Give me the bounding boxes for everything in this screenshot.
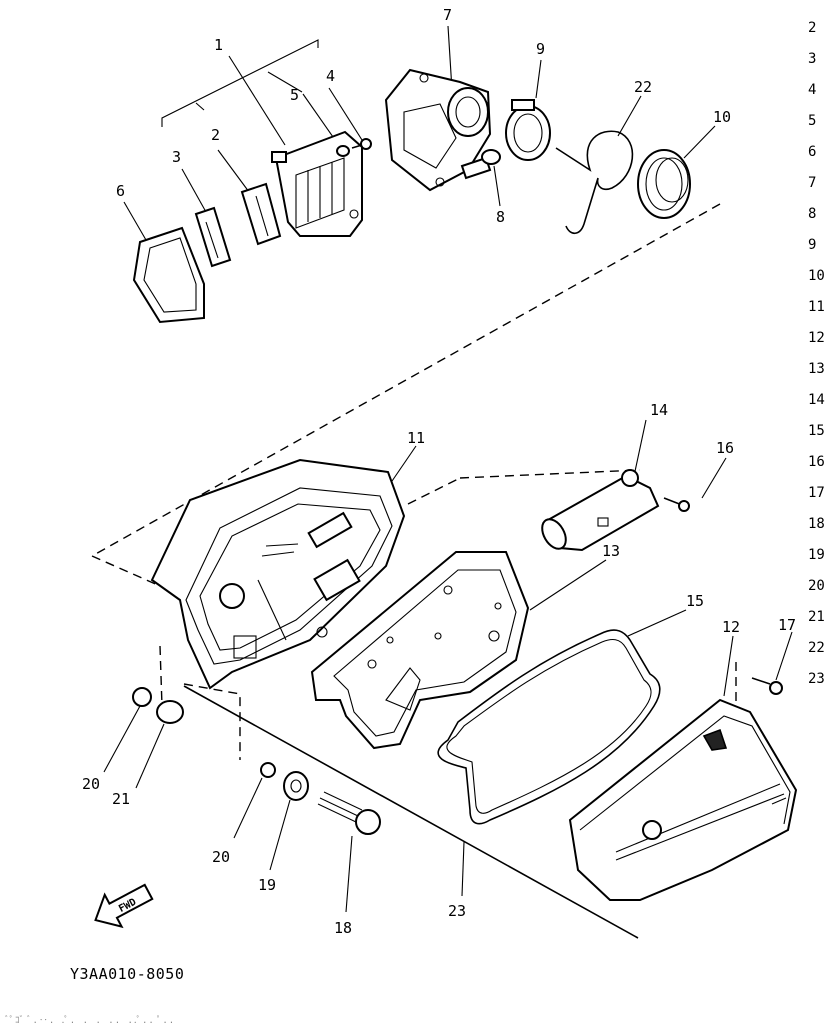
callout-15: 15 [686, 592, 704, 610]
callout-22: 22 [634, 78, 652, 96]
seal [437, 609, 687, 825]
row-number: 8 [808, 206, 817, 222]
row-number: 13 [808, 361, 825, 377]
row-number: 14 [808, 392, 825, 408]
intake-duct [541, 419, 727, 552]
callout-18: 18 [334, 919, 352, 937]
row-number: 5 [808, 113, 817, 129]
row-number: 9 [808, 237, 817, 253]
row-number: 7 [808, 175, 817, 191]
row-number: 10 [808, 268, 825, 284]
callout-23: 23 [448, 902, 466, 920]
callout-2: 2 [211, 126, 220, 144]
row-number: 3 [808, 51, 817, 67]
callout-5: 5 [290, 86, 299, 104]
air-cleaner-case [150, 445, 417, 690]
fwd-arrow-icon: FWD [94, 883, 154, 929]
callout-6: 6 [116, 182, 125, 200]
callout-20b: 20 [212, 848, 230, 866]
row-number: 11 [808, 299, 825, 315]
row-number: 21 [808, 609, 825, 625]
row-number: 6 [808, 144, 817, 160]
row-number: 20 [808, 578, 825, 594]
callout-4: 4 [326, 67, 335, 85]
row-number: 2 [808, 20, 817, 36]
callout-16: 16 [716, 439, 734, 457]
row-number: 16 [808, 454, 825, 470]
callout-20a: 20 [82, 775, 100, 793]
callout-8: 8 [496, 208, 505, 226]
air-cleaner-cap [568, 631, 798, 901]
row-number: 17 [808, 485, 825, 501]
callout-12: 12 [722, 618, 740, 636]
callout-1: 1 [214, 36, 223, 54]
callout-9: 9 [536, 40, 545, 58]
reed-valve-assembly [123, 39, 372, 324]
callout-10: 10 [713, 108, 731, 126]
callout-11: 11 [407, 429, 425, 447]
row-number: 19 [808, 547, 825, 563]
diagram-part-code: Y3AA010-8050 [70, 965, 185, 983]
row-number-column: 2 3 4 5 6 7 8 9 10 11 12 13 14 15 16 17 … [808, 17, 830, 699]
intake-manifold-group [384, 25, 716, 235]
callout-19: 19 [258, 876, 276, 894]
row-number: 12 [808, 330, 825, 346]
callout-3: 3 [172, 148, 181, 166]
row-number: 15 [808, 423, 825, 439]
callout-13: 13 [602, 542, 620, 560]
row-number: 22 [808, 640, 825, 656]
callout-17: 17 [778, 616, 796, 634]
callout-21: 21 [112, 790, 130, 808]
row-number: 4 [808, 82, 817, 98]
row-number: 23 [808, 671, 825, 687]
callout-14: 14 [650, 401, 668, 419]
footer-scan-noise: ﾞﾟｺﾞ ﾞ.‥. .ﾟ. . . .. ..ﾟ.. ﾟ.. [5, 1016, 176, 1026]
filter-element [310, 551, 607, 750]
fasteners [103, 685, 639, 939]
row-number: 18 [808, 516, 825, 532]
callout-labels: 1 2 3 4 5 6 7 8 9 10 11 12 13 14 15 16 1… [82, 6, 796, 937]
callout-7: 7 [443, 6, 452, 24]
